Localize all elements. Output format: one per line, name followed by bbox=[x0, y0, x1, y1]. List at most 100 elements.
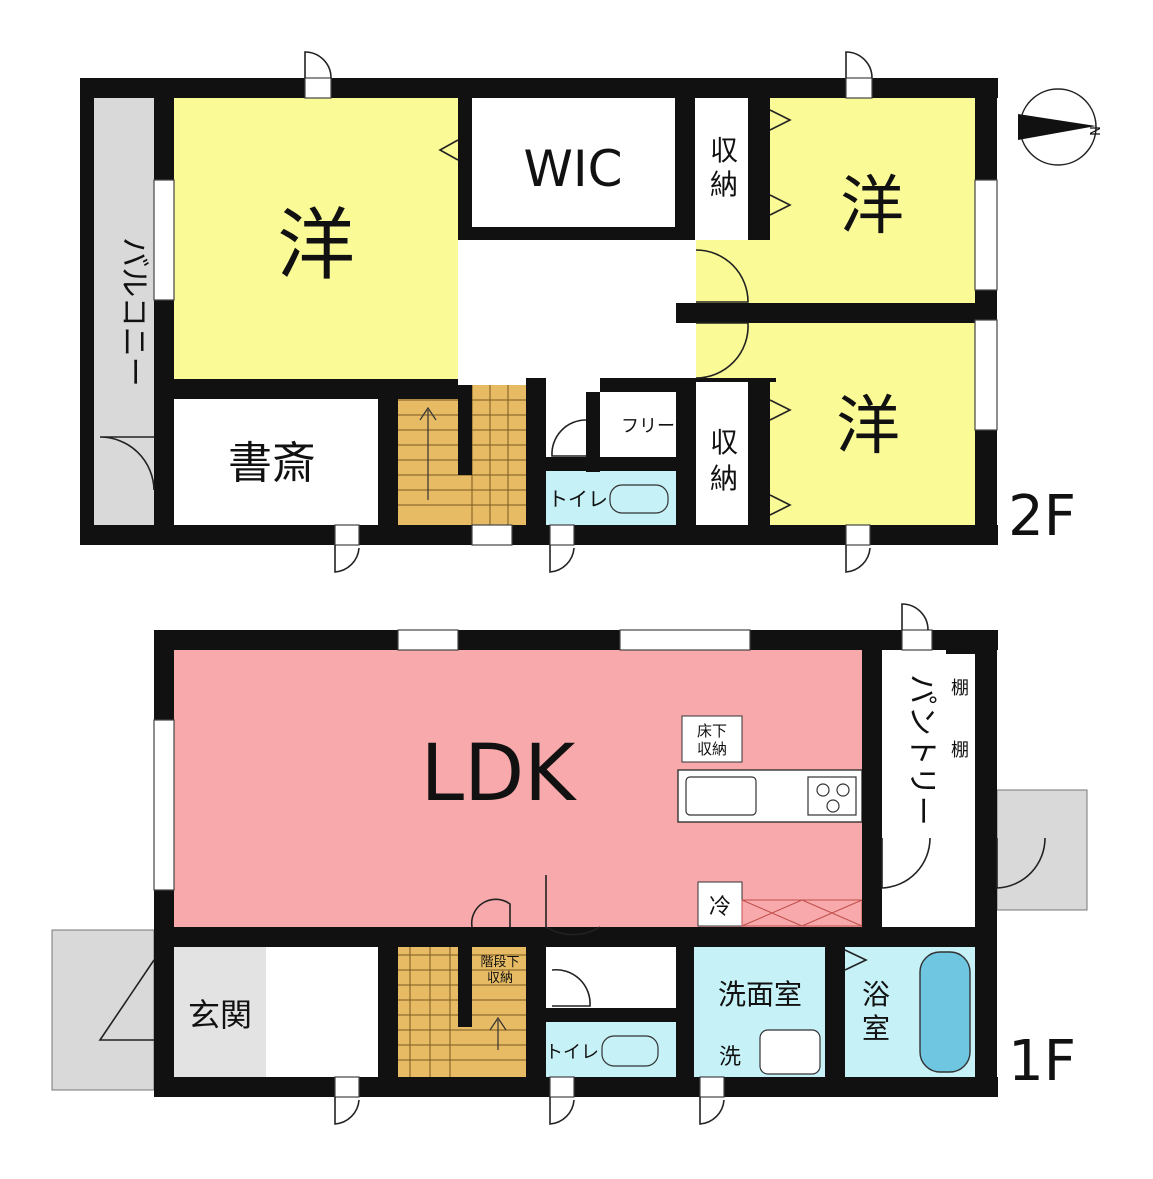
door-1f-toilet bbox=[551, 968, 591, 1007]
entrance-label: 玄関 bbox=[188, 996, 252, 1034]
door-2f-bottom-ext-3 bbox=[845, 545, 871, 573]
entrance-porch bbox=[51, 929, 155, 1091]
door-2f-top-left-ext bbox=[304, 51, 332, 79]
window-2f-top-right bbox=[845, 77, 873, 99]
western-room-1-area bbox=[174, 97, 458, 379]
bathroom-label-1: 浴 bbox=[862, 978, 890, 1011]
western-room-2-label: 洋 bbox=[840, 170, 904, 244]
floor-2f: 洋 WIC 収 納 洋 洋 収 納 書斎 フリー トイレ バルコニー 2F bbox=[80, 51, 1076, 573]
western-room-2-annex bbox=[696, 240, 776, 303]
compass: N bbox=[1018, 88, 1101, 166]
balcony-area bbox=[94, 97, 154, 525]
balcony-label: バルコニー bbox=[116, 237, 151, 386]
wic-label: WIC bbox=[523, 140, 622, 198]
door-2f-storage-b bbox=[769, 399, 792, 516]
compass-north-label: N bbox=[1086, 126, 1101, 136]
wic-area bbox=[472, 97, 675, 227]
western-room-3-label: 洋 bbox=[836, 390, 900, 464]
window-1f-bottom-3 bbox=[699, 1076, 725, 1098]
window-1f-bottom-2 bbox=[549, 1076, 575, 1098]
door-2f-room2a bbox=[695, 249, 749, 303]
door-1f-bottom-ext-2 bbox=[549, 1097, 575, 1125]
toilet-2f-area bbox=[546, 471, 676, 525]
window-1f-west bbox=[153, 719, 175, 891]
pantry-area bbox=[882, 650, 975, 927]
window-1f-top-1 bbox=[397, 629, 459, 651]
window-1f-top-2 bbox=[619, 629, 751, 651]
window-2f-bottom-1 bbox=[334, 524, 360, 546]
entrance-area bbox=[174, 947, 266, 1077]
door-2f-room3a bbox=[695, 322, 749, 379]
storage-bottom-label-1: 収 bbox=[710, 426, 738, 459]
door-2f-toilet bbox=[551, 419, 587, 457]
shelf-1-label: 棚 bbox=[951, 678, 969, 699]
fridge-box bbox=[697, 881, 743, 927]
window-1f-bottom-1 bbox=[334, 1076, 360, 1098]
storage-bottom-area bbox=[696, 380, 748, 525]
toilet-2f-fixture bbox=[609, 484, 669, 514]
hall-area bbox=[266, 947, 378, 1077]
door-1f-pantry-ext bbox=[996, 837, 1046, 889]
door-1f-bath bbox=[844, 949, 868, 971]
door-2f-room1 bbox=[438, 139, 459, 161]
door-2f-bottom-ext-1 bbox=[334, 545, 360, 573]
window-2f-bottom-4 bbox=[845, 524, 871, 546]
western-room-3-area bbox=[696, 322, 975, 382]
stairs-2f-arrow bbox=[419, 406, 437, 500]
door-2f-storage-a bbox=[769, 109, 792, 216]
storage-top-label-1: 収 bbox=[710, 134, 738, 167]
underfloor-storage-box bbox=[681, 715, 743, 763]
window-2f-west-1 bbox=[153, 179, 175, 301]
toilet-1f-label: トイレ bbox=[545, 1042, 599, 1063]
toilet-1f-fixture bbox=[601, 1035, 659, 1067]
compass-north-icon bbox=[1018, 114, 1096, 140]
floor-2f-label: 2F bbox=[1008, 484, 1076, 549]
western-room-2-area bbox=[770, 97, 975, 303]
storage-bottom-label-2: 納 bbox=[710, 462, 738, 495]
door-1f-pantry-top bbox=[901, 603, 929, 631]
western-room-3-area-b bbox=[770, 380, 975, 525]
under-stair-storage-label-2: 収納 bbox=[487, 971, 513, 986]
door-1f-understair bbox=[470, 898, 511, 928]
toilet-2f-label: トイレ bbox=[548, 487, 608, 511]
door-2f-balcony bbox=[99, 436, 155, 491]
fridge-label: 冷 bbox=[709, 895, 731, 920]
free-space-label: フリー bbox=[621, 416, 675, 437]
washer-label: 洗 bbox=[719, 1045, 741, 1070]
bathroom-label-2: 室 bbox=[862, 1012, 890, 1045]
floor-1f-label: 1F bbox=[1008, 1029, 1076, 1094]
window-2f-bottom-3 bbox=[549, 524, 575, 546]
underfloor-storage-label-2: 収納 bbox=[697, 740, 727, 758]
door-1f-entrance bbox=[98, 959, 155, 1041]
washroom-label: 洗面室 bbox=[718, 978, 802, 1011]
door-1f-bottom-ext-1 bbox=[334, 1097, 360, 1125]
western-room-1-label: 洋 bbox=[277, 201, 355, 291]
bathtub-icon bbox=[919, 951, 971, 1073]
storage-top-area bbox=[696, 97, 748, 227]
pantry-porch bbox=[996, 789, 1088, 911]
window-2f-top-left bbox=[304, 77, 332, 99]
door-2f-bottom-ext-2 bbox=[549, 545, 575, 573]
pantry-label: パントリー bbox=[904, 674, 939, 826]
sink-icon bbox=[685, 776, 757, 816]
door-1f-hall bbox=[545, 875, 601, 936]
window-1f-top-3 bbox=[901, 629, 933, 651]
study-area bbox=[174, 399, 378, 525]
floor-1f: LDK 床下 収納 冷 パントリー 棚 棚 玄関 階段下 収納 トイレ 洗面室 … bbox=[51, 603, 1088, 1125]
storage-top-label-2: 納 bbox=[710, 168, 738, 201]
study-label: 書斎 bbox=[228, 438, 316, 489]
stairs-1f-arrow bbox=[489, 1016, 507, 1050]
shelf-2-label: 棚 bbox=[951, 740, 969, 761]
toilet-1f-area bbox=[546, 1022, 676, 1077]
washbasin-icon bbox=[759, 1029, 821, 1075]
door-2f-top-right-ext bbox=[845, 51, 873, 79]
window-2f-east-2 bbox=[974, 319, 998, 431]
window-2f-east-1 bbox=[974, 179, 998, 291]
stove-icon bbox=[807, 776, 857, 816]
door-1f-pantry bbox=[881, 837, 931, 889]
ldk-label: LDK bbox=[421, 729, 578, 819]
door-1f-bottom-ext-3 bbox=[699, 1097, 725, 1125]
window-2f-bottom-2 bbox=[471, 524, 513, 546]
underfloor-storage-label-1: 床下 bbox=[697, 722, 727, 740]
